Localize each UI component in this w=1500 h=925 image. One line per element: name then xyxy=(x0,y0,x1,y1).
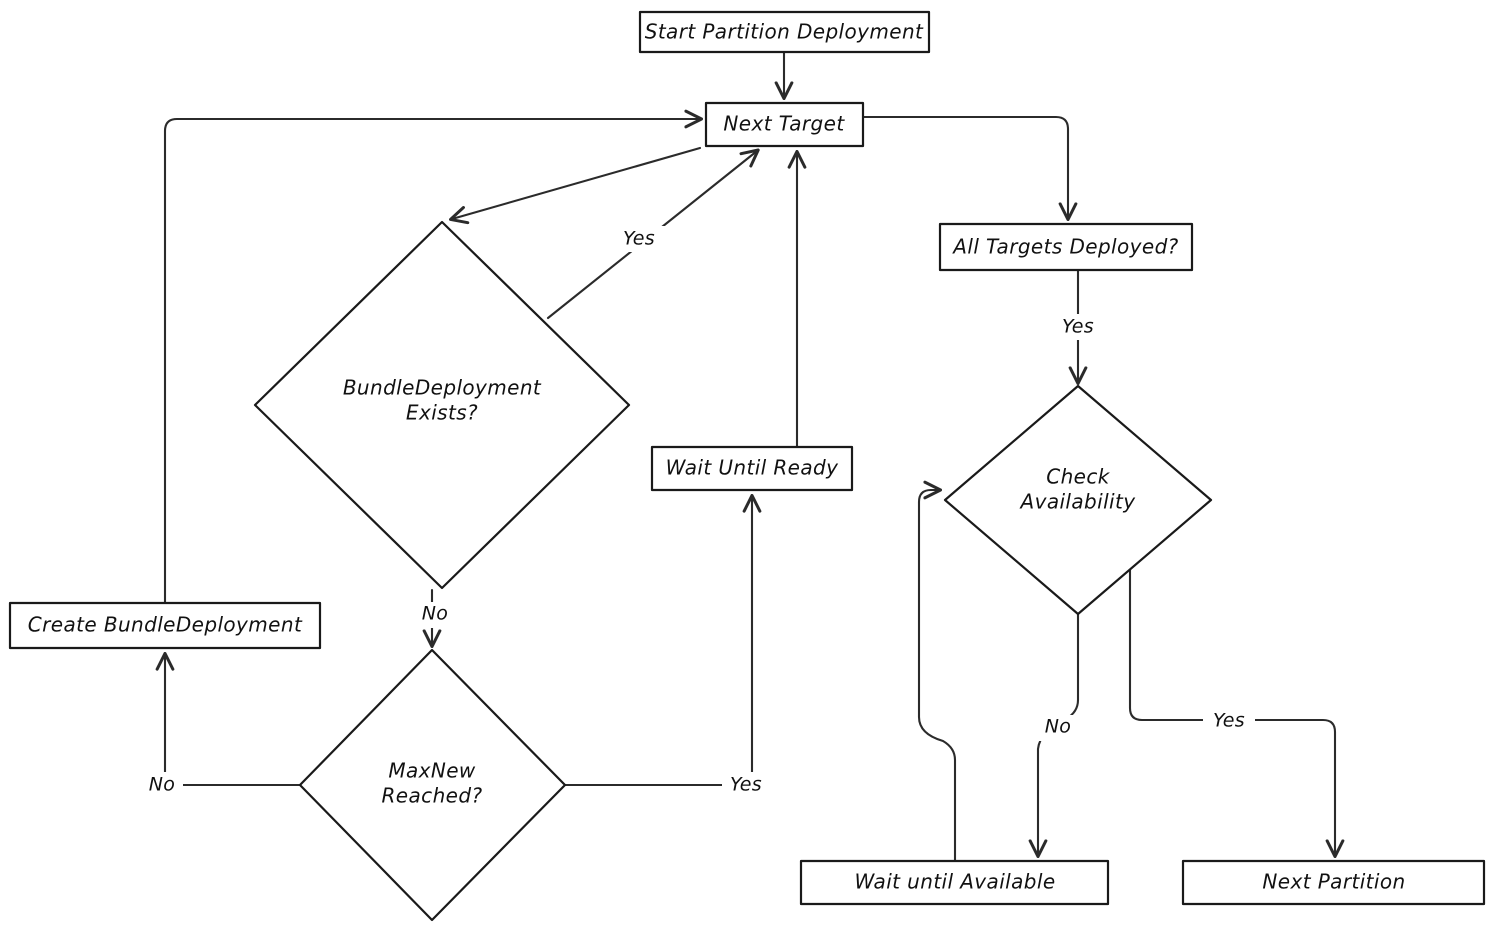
node-next-target[interactable] xyxy=(704,101,865,148)
edge-label-bg-5 xyxy=(722,772,770,798)
edge-label-maxnew-no: No xyxy=(149,774,175,796)
node-maxnew-reached[interactable] xyxy=(298,648,567,922)
edge-next-target-to-all-targets xyxy=(861,115,1078,222)
edge-label-bg-4 xyxy=(143,772,183,798)
node-all-targets-deployed-label: All Targets Deployed? xyxy=(951,235,1178,259)
node-wait-until-available-label: Wait until Available xyxy=(854,870,1055,894)
node-next-target-label: Next Target xyxy=(723,112,845,136)
node-start-partition-deployment[interactable] xyxy=(638,10,931,54)
edge-label-bg-3 xyxy=(1052,314,1104,340)
edge-next-target-to-bd-exists xyxy=(448,146,702,225)
edge-maxnew-yes-to-wait-ready xyxy=(563,493,762,787)
edge-label-bd-exists-no: No xyxy=(422,603,448,625)
node-bundledeployment-exists[interactable] xyxy=(253,220,631,590)
node-check-availability-label-line2: Availability xyxy=(1019,490,1137,514)
node-check-availability-label-line1: Check xyxy=(1046,465,1111,489)
edge-label-all-targets-yes: Yes xyxy=(1062,316,1094,338)
node-wait-until-available[interactable] xyxy=(799,859,1110,906)
edge-label-bg-7 xyxy=(1203,708,1255,734)
edge-check-avail-yes-to-next-partition xyxy=(1128,544,1345,859)
node-check-availability[interactable] xyxy=(943,384,1213,616)
edge-label-maxnew-yes: Yes xyxy=(730,774,762,796)
edge-label-bg-1 xyxy=(614,226,666,252)
node-wait-until-ready[interactable] xyxy=(650,445,854,492)
node-maxnew-reached-label-line1: MaxNew xyxy=(388,759,476,783)
node-start-partition-deployment-label: Start Partition Deployment xyxy=(645,20,924,44)
edge-label-check-avail-yes: Yes xyxy=(1213,710,1245,732)
edge-label-bd-exists-yes: Yes xyxy=(623,228,655,250)
edge-label-check-avail-no: No xyxy=(1045,716,1071,738)
node-create-bundledeployment-label: Create BundleDeployment xyxy=(28,613,303,637)
node-maxnew-reached-label-line2: Reached? xyxy=(382,784,483,808)
edge-maxnew-no-to-create-bd xyxy=(155,651,302,787)
node-bundledeployment-exists-label-line1: BundleDeployment xyxy=(343,376,542,400)
node-wait-until-ready-label: Wait Until Ready xyxy=(666,456,839,480)
node-create-bundledeployment[interactable] xyxy=(8,601,322,650)
edge-label-bg-6 xyxy=(1037,715,1079,741)
node-next-partition[interactable] xyxy=(1181,859,1486,906)
node-all-targets-deployed[interactable] xyxy=(938,222,1194,272)
node-bundledeployment-exists-label-line2: Exists? xyxy=(406,401,478,425)
edge-create-bd-to-next-target xyxy=(163,109,704,605)
edge-wait-available-to-check-avail xyxy=(917,480,957,863)
node-next-partition-label: Next Partition xyxy=(1262,870,1405,894)
edge-label-bg-2 xyxy=(414,602,456,628)
